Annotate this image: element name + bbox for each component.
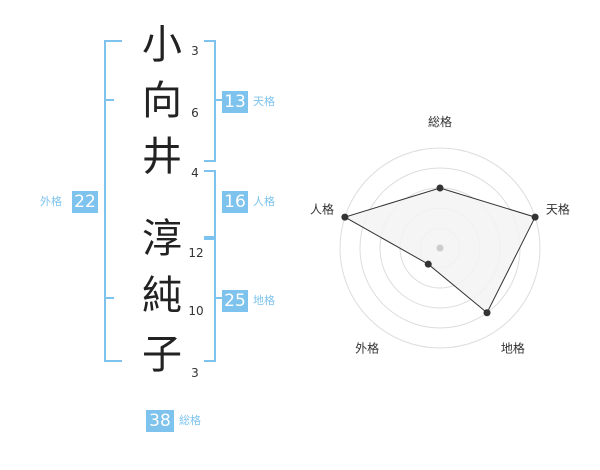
tenkaku-badge: 13	[222, 91, 248, 113]
radar-axis-label-1: 天格	[546, 202, 570, 217]
radar-axis-label-3: 外格	[355, 340, 379, 355]
radar-point-2	[483, 309, 491, 317]
soukaku-label: 総格	[179, 414, 201, 427]
stroke-count-4: 12	[188, 246, 204, 260]
stroke-count-3: 4	[191, 166, 199, 180]
radar-axis-label-2: 地格	[501, 340, 525, 355]
chikaku-bracket-tick	[214, 297, 222, 299]
name-char-4: 淳	[142, 216, 182, 262]
radar-point-3	[424, 260, 432, 268]
name-char-5: 純	[142, 273, 182, 319]
chikaku-label: 地格	[253, 294, 275, 307]
name-char-2: 向	[142, 78, 182, 124]
jinkaku-label: 人格	[253, 195, 275, 208]
stroke-count-5: 10	[188, 304, 204, 318]
stroke-count-2: 6	[191, 106, 199, 120]
radar-center	[436, 244, 444, 252]
jinkaku-bracket	[204, 170, 216, 238]
name-char-1: 小	[142, 22, 182, 68]
gaikaku-bracket-tick-1	[104, 99, 114, 101]
tenkaku-bracket	[204, 40, 216, 162]
chikaku-bracket	[204, 238, 216, 362]
stroke-count-1: 3	[191, 44, 199, 58]
radar-point-0	[436, 184, 444, 192]
name-char-6: 子	[142, 332, 182, 378]
name-char-3: 井	[142, 134, 182, 180]
gaikaku-badge: 22	[72, 191, 98, 213]
gaikaku-label: 外格	[40, 195, 62, 208]
jinkaku-badge: 16	[222, 191, 248, 213]
chikaku-badge: 25	[222, 290, 248, 312]
gaikaku-bracket	[104, 40, 122, 362]
tenkaku-bracket-tick	[214, 99, 222, 101]
soukaku-badge: 38	[146, 410, 174, 432]
radar-point-4	[341, 213, 349, 221]
gaikaku-bracket-tick-2	[104, 297, 114, 299]
radar-axis-label-0: 総格	[428, 114, 452, 129]
tenkaku-label: 天格	[253, 95, 275, 108]
stroke-count-6: 3	[191, 366, 199, 380]
radar-point-1	[531, 213, 539, 221]
radar-axis-label-4: 人格	[310, 202, 334, 217]
